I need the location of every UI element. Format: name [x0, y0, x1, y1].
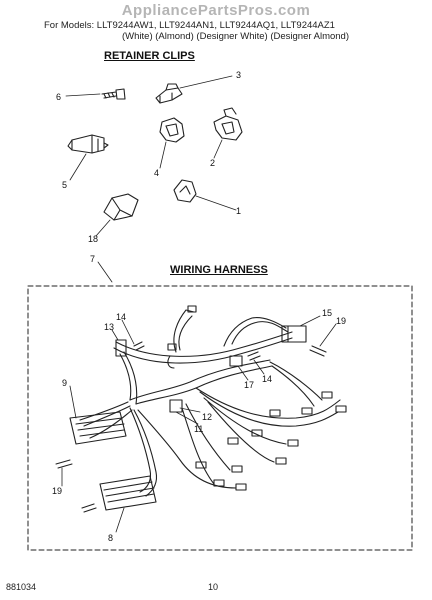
- harness-boundary: [27, 285, 413, 551]
- callout-11: 11: [194, 424, 203, 434]
- model-colors: (White) (Almond) (Designer White) (Desig…: [122, 31, 350, 42]
- tie-straps: [55, 341, 327, 513]
- callout-5: 5: [62, 180, 67, 190]
- page-number: 10: [208, 582, 219, 592]
- clip-part-2: [213, 107, 243, 141]
- retainer-clips-title: RETAINER CLIPS: [104, 50, 195, 62]
- clip-part-18: [103, 193, 139, 221]
- wiring-harness-title: WIRING HARNESS: [170, 264, 268, 276]
- harness-right-branches: [181, 361, 341, 485]
- connector-8: [99, 475, 157, 511]
- connector-15: [281, 325, 307, 343]
- callout-7: 7: [90, 254, 95, 264]
- callout-15: 15: [322, 308, 332, 318]
- connector-13: [115, 339, 127, 357]
- callout-numbers: 1 2 3 4 5 6 7 8 9 11 12 13 14 14 15 17 1…: [52, 70, 346, 543]
- callout-8: 8: [108, 533, 113, 543]
- model-list: For Models: LLT9244AW1, LLT9244AN1, LLT9…: [44, 20, 424, 42]
- terminals: [167, 305, 347, 491]
- callout-3: 3: [236, 70, 241, 80]
- leader-lines-clips: [65, 75, 237, 283]
- harness-lower-bundle: [79, 401, 237, 497]
- leader-lines-harness: [61, 315, 337, 533]
- callout-1: 1: [236, 206, 241, 216]
- watermark: AppliancePartsPros.com: [121, 2, 311, 19]
- callout-19b: 19: [52, 486, 62, 496]
- clip-part-5: [67, 134, 109, 154]
- callout-2: 2: [210, 158, 215, 168]
- callout-14: 14: [116, 312, 126, 322]
- clip-part-1: [173, 179, 197, 203]
- model-numbers: For Models: LLT9244AW1, LLT9244AN1, LLT9…: [44, 20, 335, 31]
- clip-part-3: [155, 83, 183, 104]
- harness-upper-branches: [167, 309, 289, 369]
- connector-17: [229, 355, 243, 367]
- callout-14b: 14: [262, 374, 272, 384]
- callout-12: 12: [202, 412, 212, 422]
- callout-17: 17: [244, 380, 254, 390]
- screw-part-6: [101, 88, 126, 100]
- callout-6: 6: [56, 92, 61, 102]
- callout-18: 18: [88, 234, 98, 244]
- callout-19: 19: [336, 316, 346, 326]
- connector-9: [69, 411, 127, 445]
- callout-9: 9: [62, 378, 67, 388]
- callout-4: 4: [154, 168, 159, 178]
- figure-code: 881034: [6, 582, 37, 592]
- clip-part-4: [159, 117, 185, 143]
- callout-13: 13: [104, 322, 114, 332]
